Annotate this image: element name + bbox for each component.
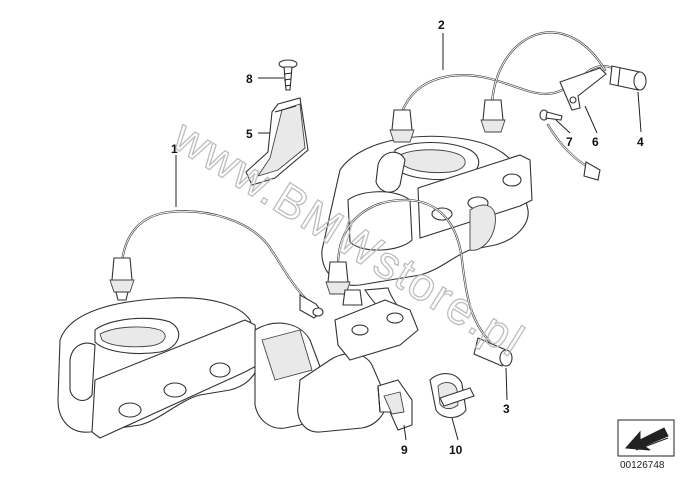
oxygen-sensor-part-3 (325, 198, 513, 367)
screw-part-8 (278, 59, 298, 91)
callout-4: 4 (637, 135, 644, 149)
document-id: 00126748 (620, 460, 665, 471)
catalytic-converter-front (57, 297, 419, 439)
callout-10: 10 (449, 443, 463, 457)
bracket-part-6 (559, 67, 607, 111)
callout-5: 5 (246, 127, 253, 141)
callout-1: 1 (171, 142, 178, 156)
callout-8: 8 (246, 72, 253, 86)
clip-part-9 (377, 379, 413, 431)
callout-7: 7 (566, 135, 573, 149)
screw-part-7 (539, 109, 563, 121)
callout-2: 2 (438, 18, 445, 32)
callout-3: 3 (503, 402, 510, 416)
callout-labels: 1 2 3 4 5 6 7 8 9 10 (171, 18, 644, 457)
oxygen-sensor-part-2 (389, 31, 622, 181)
callout-9: 9 (401, 443, 408, 457)
callout-6: 6 (592, 135, 599, 149)
oxygen-sensor-part-1 (109, 210, 324, 319)
arrow-icon (617, 419, 675, 457)
leader-lines (175, 33, 642, 441)
heat-shield-part-5 (245, 97, 309, 186)
connector-part-4 (609, 65, 647, 91)
clamp-part-10 (429, 373, 475, 419)
